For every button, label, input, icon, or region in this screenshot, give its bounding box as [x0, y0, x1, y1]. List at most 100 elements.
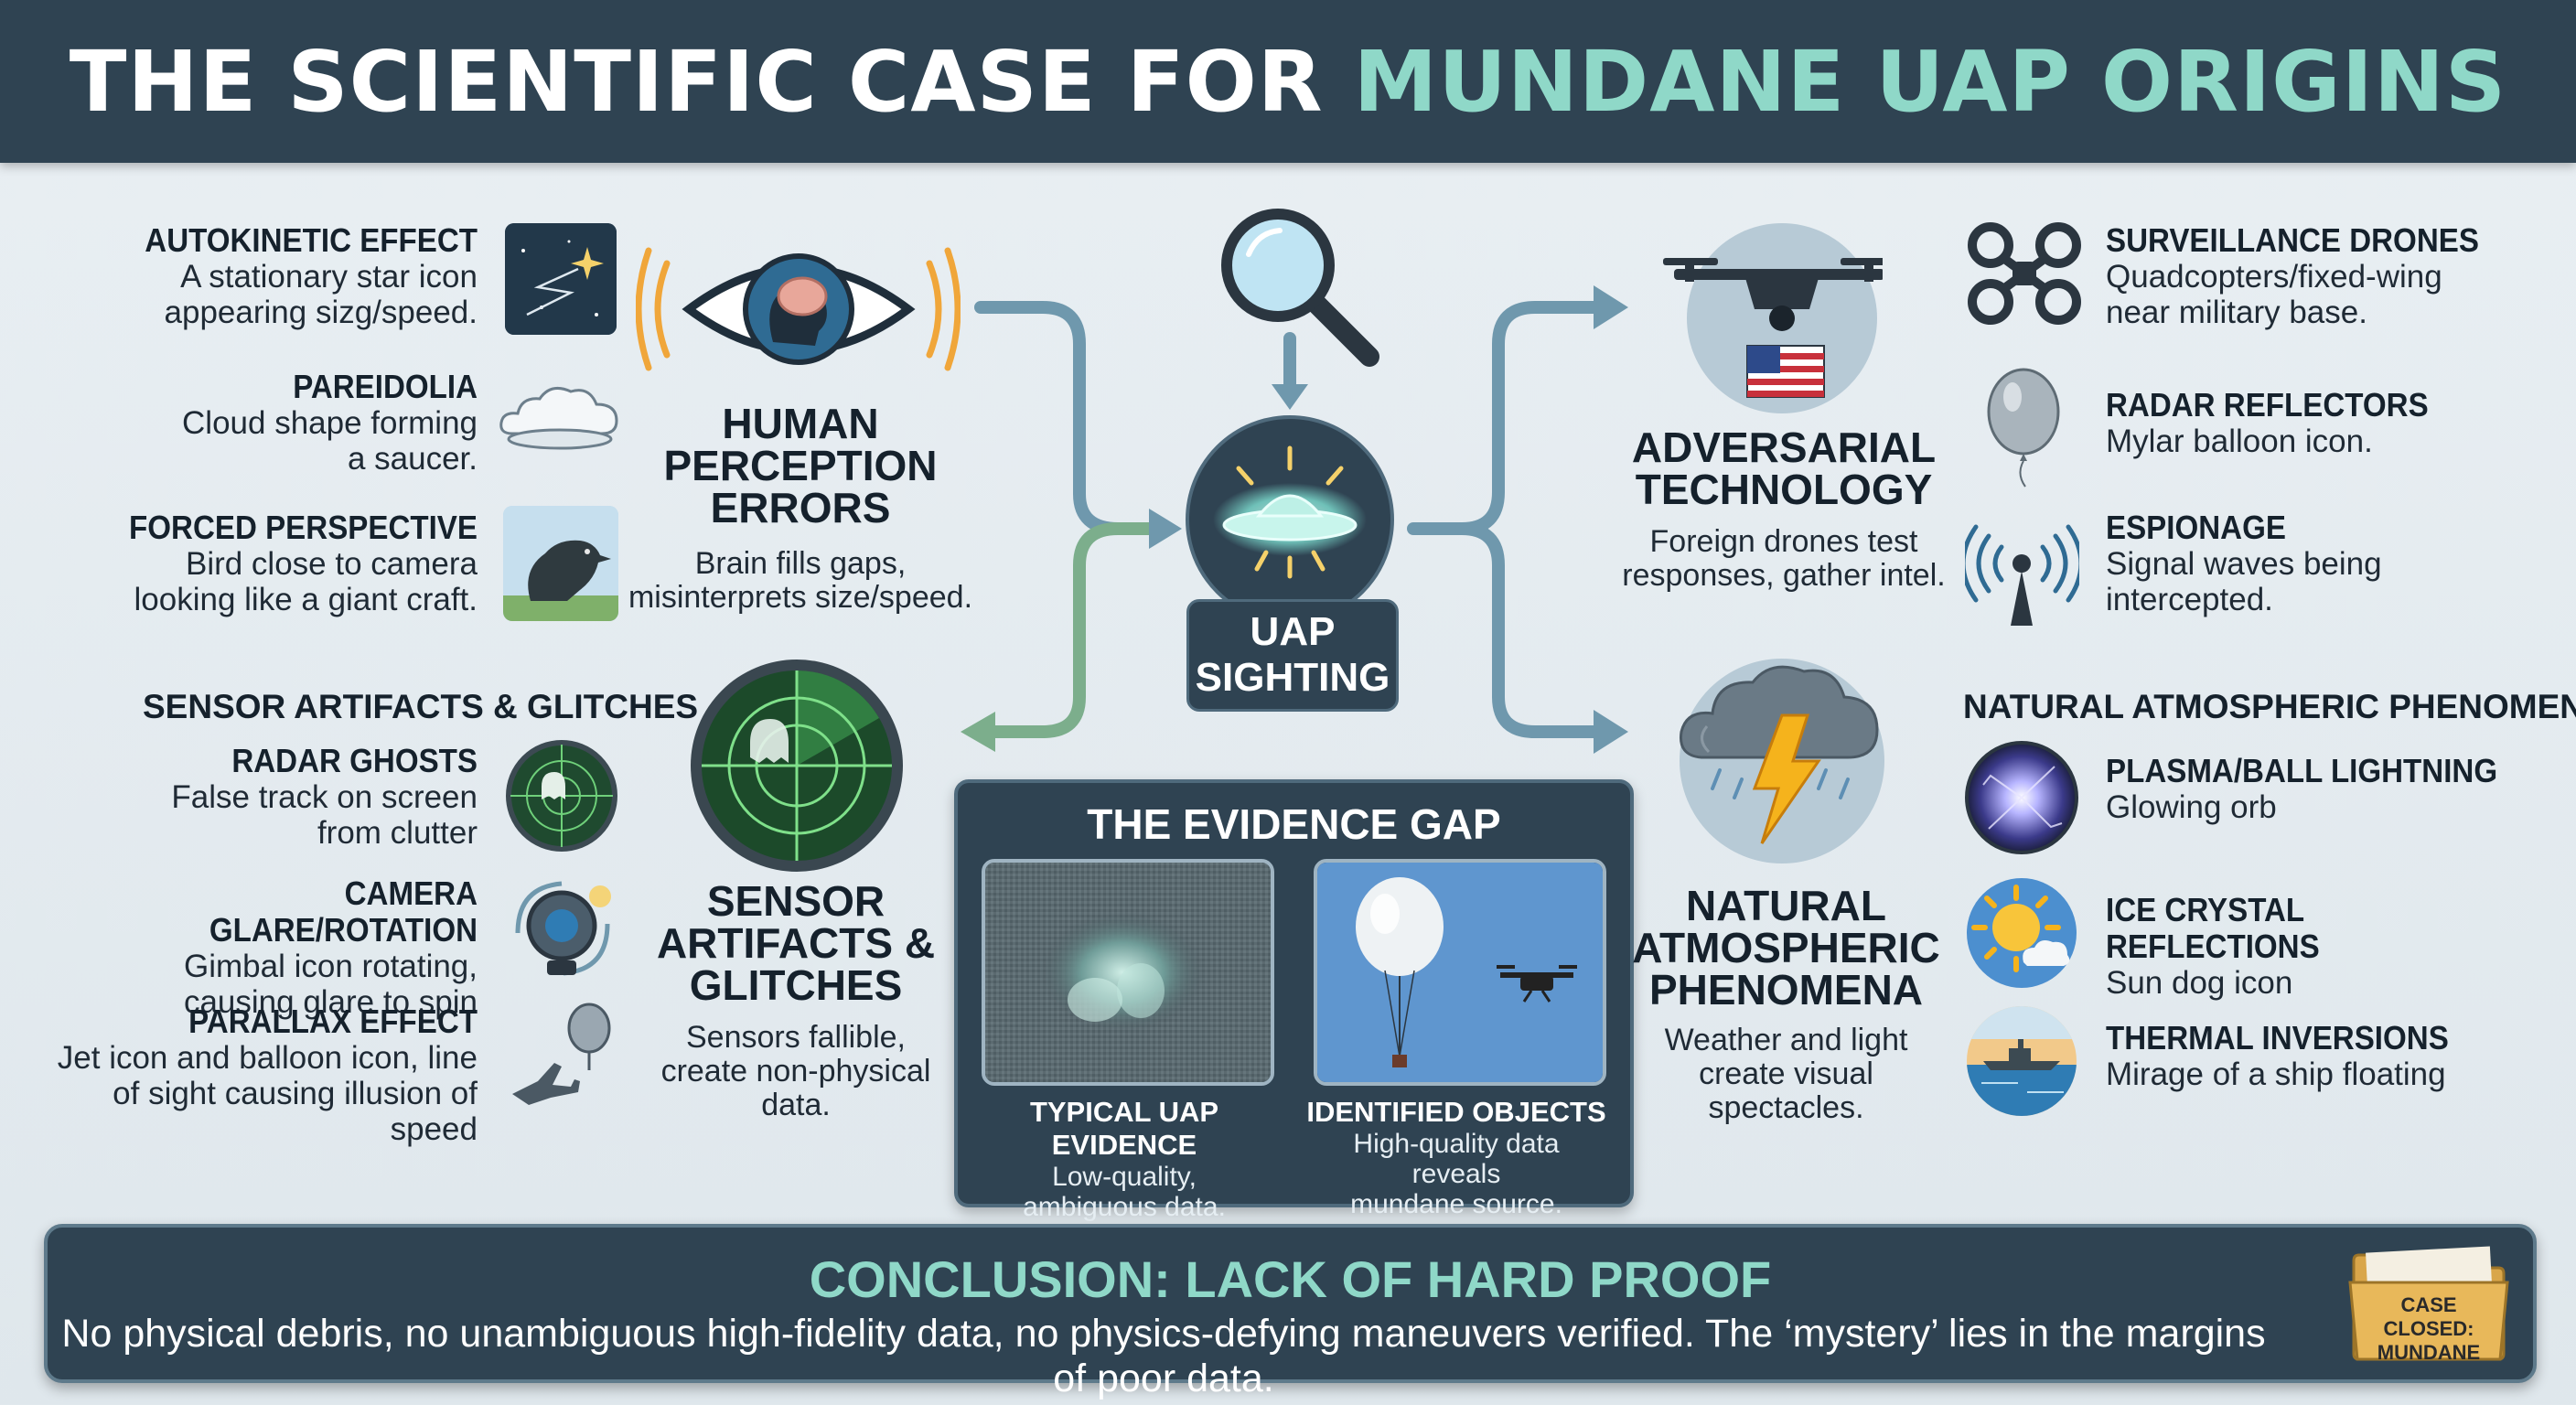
item-title: ESPIONAGE: [2106, 509, 2286, 546]
section-heading-natural: NATURAL ATMOSPHERIC PHENOMENA: [1963, 688, 2576, 725]
category-title-line: TECHNOLOGY: [1635, 466, 1933, 513]
arrow-uap-to-adversarial: [1407, 301, 1600, 535]
evidence-gap-title: THE EVIDENCE GAP: [1087, 800, 1501, 848]
identified-objects-image: [1314, 859, 1606, 1086]
category-desc-line: responses, gather intel.: [1622, 558, 1946, 593]
item-title: THERMAL INVERSIONS: [2106, 1019, 2449, 1056]
conclusion-text: No physical debris, no unambiguous high-…: [61, 1312, 2266, 1400]
category-desc-line: Sensors fallible,: [685, 1020, 906, 1055]
item-title: PARALLAX EFFECT: [188, 1003, 478, 1040]
folder-label-line: MUNDANE: [2377, 1341, 2481, 1364]
conclusion-banner: CONCLUSION: LACK OF HARD PROOF No physic…: [44, 1224, 2537, 1400]
mylar-balloon-icon: [1987, 368, 2060, 488]
item-title: CAMERA GLARE/ROTATION: [209, 874, 478, 949]
item-title: FORCED PERSPECTIVE: [129, 509, 478, 546]
blurry-uap-image: [982, 859, 1274, 1086]
item-desc-line: Gimbal icon rotating,: [184, 949, 478, 984]
us-flag-icon: [1746, 345, 1825, 398]
item-desc-line: looking like a giant craft.: [134, 582, 478, 617]
category-title-line: GLITCHES: [689, 961, 903, 1009]
radar-ghost-icon: [506, 740, 617, 852]
category-desc-line: spectacles.: [1708, 1090, 1864, 1125]
drone-icon: [1497, 965, 1577, 1003]
category-sensor-artifacts: SENSOR ARTIFACTS & GLITCHES Sensors fall…: [640, 880, 951, 1122]
item-camera-glare: CAMERA GLARE/ROTATION Gimbal icon rotati…: [82, 874, 478, 1021]
arrow-uap-to-sensor: [982, 522, 1166, 738]
category-desc-line: data.: [761, 1088, 831, 1122]
category-desc-line: create non-physical: [660, 1054, 931, 1089]
military-drone-icon: [1663, 223, 1883, 413]
item-ice-crystal: ICE CRYSTAL REFLECTIONS Sun dog icon: [2106, 891, 2536, 1002]
item-title: RADAR REFLECTORS: [2106, 386, 2429, 424]
item-desc-line: Jet icon and balloon icon, line: [57, 1040, 478, 1076]
caption-desc-line: High-quality data reveals: [1353, 1129, 1560, 1189]
item-radar-ghosts: RADAR GHOSTS False track on screen from …: [82, 742, 478, 852]
item-desc-line: Bird close to camera: [185, 546, 478, 582]
item-desc-line: near military base.: [2106, 295, 2367, 330]
category-title-line: NATURAL: [1686, 882, 1886, 929]
star-icon: [505, 223, 617, 335]
caption-desc-line: Low-quality,: [1052, 1162, 1197, 1192]
page-title: THE SCIENTIFIC CASE FOR MUNDANE UAP ORIG…: [70, 33, 2506, 131]
category-title-line: PERCEPTION: [663, 442, 938, 489]
cloud-saucer-icon: [499, 386, 618, 450]
category-adversarial-technology: ADVERSARIAL TECHNOLOGY Foreign drones te…: [1615, 426, 1953, 593]
item-thermal-inversions: THERMAL INVERSIONS Mirage of a ship floa…: [2106, 1019, 2536, 1093]
item-title: PLASMA/BALL LIGHTNING: [2106, 752, 2498, 789]
item-desc-line: intercepted.: [2106, 582, 2273, 617]
category-title-line: SENSOR: [706, 877, 886, 925]
plasma-orb-icon: [1965, 741, 2078, 854]
item-desc-line: Quadcopters/fixed-wing: [2106, 259, 2442, 295]
item-surveillance-drones: SURVEILLANCE DRONES Quadcopters/fixed-wi…: [2106, 221, 2536, 331]
eye-brain-icon: [636, 247, 961, 371]
item-desc-line: Glowing orb: [2106, 789, 2277, 825]
item-desc-line: Cloud shape forming: [182, 405, 478, 441]
category-human-perception: HUMAN PERCEPTION ERRORS Brain fills gaps…: [622, 402, 979, 615]
item-desc-line: False track on screen: [171, 779, 478, 815]
header-banner: THE SCIENTIFIC CASE FOR MUNDANE UAP ORIG…: [0, 0, 2576, 163]
category-title-line: ATMOSPHERIC: [1632, 924, 1940, 971]
caption-desc-line: ambiguous data.: [1023, 1192, 1226, 1222]
category-title-line: HUMAN: [722, 400, 879, 447]
item-title: SURVEILLANCE DRONES: [2106, 221, 2479, 259]
item-desc-line: causing glare to spin: [183, 984, 478, 1020]
caption-desc-line: mundane source.: [1350, 1189, 1562, 1219]
item-pareidolia: PAREIDOLIA Cloud shape forming a saucer.: [82, 369, 478, 477]
uap-label-line: SIGHTING: [1195, 655, 1390, 700]
gimbal-camera-icon: [515, 881, 611, 976]
conclusion-title: CONCLUSION: LACK OF HARD PROOF: [809, 1250, 1772, 1308]
radar-icon: [691, 660, 903, 872]
item-espionage: ESPIONAGE Signal waves being intercepted…: [2106, 509, 2536, 618]
section-heading-sensor: SENSOR ARTIFACTS & GLITCHES: [143, 688, 699, 725]
uap-label-line: UAP: [1250, 609, 1336, 654]
item-desc-line: Mylar balloon icon.: [2106, 424, 2373, 459]
caption-title: TYPICAL UAP EVIDENCE: [1029, 1096, 1219, 1161]
category-desc-line: Weather and light: [1664, 1023, 1908, 1057]
category-desc-line: Foreign drones test: [1649, 524, 1918, 559]
category-title-line: PHENOMENA: [1648, 966, 1924, 1014]
caption-title: IDENTIFIED OBJECTS: [1306, 1096, 1606, 1128]
item-title: PAREIDOLIA: [293, 368, 478, 405]
mirage-ship-icon: [1967, 1006, 2077, 1116]
caption-identified-objects: IDENTIFIED OBJECTS High-quality data rev…: [1305, 1096, 1607, 1219]
item-desc-line: A stationary star icon: [180, 259, 478, 295]
item-desc-line: of sight causing illusion of speed: [113, 1076, 478, 1147]
folder-label-line: CASE CLOSED:: [2383, 1293, 2474, 1340]
item-parallax-effect: PARALLAX EFFECT Jet icon and balloon ico…: [27, 1003, 478, 1148]
storm-lightning-icon: [1679, 659, 1884, 863]
item-desc-line: a saucer.: [347, 441, 478, 477]
item-title: RADAR GHOSTS: [231, 742, 478, 779]
evidence-gap-panel: THE EVIDENCE GAP: [954, 779, 1634, 1222]
item-radar-reflectors: RADAR REFLECTORS Mylar balloon icon.: [2106, 386, 2536, 460]
caption-typical-evidence: TYPICAL UAP EVIDENCE Low-quality, ambigu…: [973, 1096, 1275, 1222]
category-title-line: ARTIFACTS &: [656, 919, 936, 967]
item-title: AUTOKINETIC EFFECT: [145, 221, 478, 259]
quadcopter-icon: [1968, 222, 2081, 325]
jet-balloon-icon: [512, 1003, 611, 1105]
case-closed-folder-icon: CASE CLOSED: MUNDANE: [2346, 1237, 2511, 1365]
category-natural-phenomena: NATURAL ATMOSPHERIC PHENOMENA Weather an…: [1624, 885, 1948, 1125]
item-title: ICE CRYSTAL REFLECTIONS: [2106, 891, 2320, 965]
item-desc-line: Signal waves being: [2106, 546, 2382, 582]
item-desc-line: appearing sizg/speed.: [164, 295, 478, 330]
